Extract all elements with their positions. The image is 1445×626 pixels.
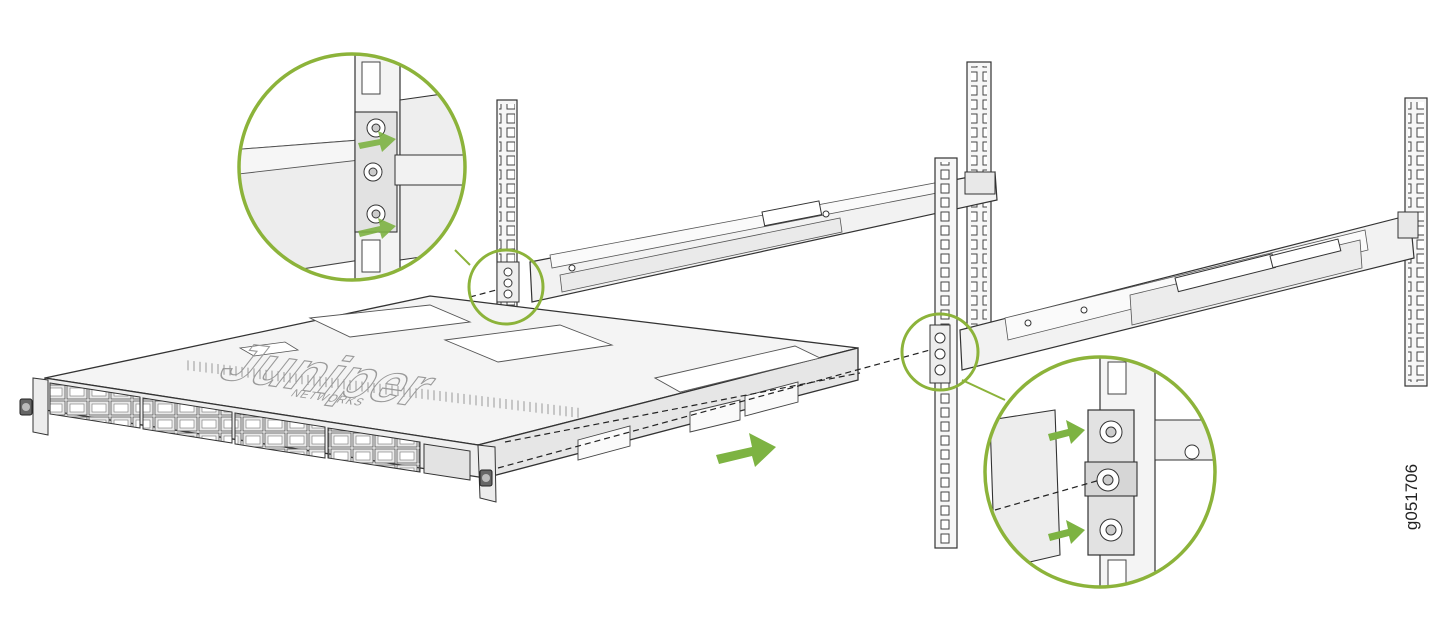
arrow-right-icon — [1048, 420, 1085, 444]
front-port-block-2 — [142, 397, 233, 444]
arrow-right-icon — [358, 131, 396, 152]
small-callout-ring-right — [900, 312, 980, 392]
rack-post-rear-right — [1404, 97, 1428, 387]
figure-id-label: g051706 — [1402, 463, 1421, 531]
magnifier-callout-bottom-right — [983, 355, 1217, 589]
thumbscrew-right — [479, 469, 493, 487]
alignment-guides — [469, 284, 931, 469]
front-mgmt-ports — [423, 443, 471, 481]
arrow-right-icon — [716, 433, 776, 467]
mounting-rail-right — [959, 211, 1419, 371]
front-port-block-4 — [327, 427, 421, 473]
front-port-block-3 — [234, 412, 326, 459]
front-port-block-1 — [49, 382, 141, 429]
small-callout-ring-left — [467, 248, 545, 326]
callout-connector-right — [961, 379, 1006, 401]
arrow-right-icon — [1048, 520, 1085, 544]
magnifier-callout-top-left — [237, 52, 467, 282]
callout-connector-left — [454, 249, 471, 266]
mounting-rail-left — [529, 171, 998, 303]
thumbscrew-left — [19, 398, 33, 416]
rack-post-rear-left — [966, 61, 992, 353]
switch-chassis: Juniper NETWORKS — [19, 295, 859, 503]
arrow-right-icon — [358, 218, 396, 239]
